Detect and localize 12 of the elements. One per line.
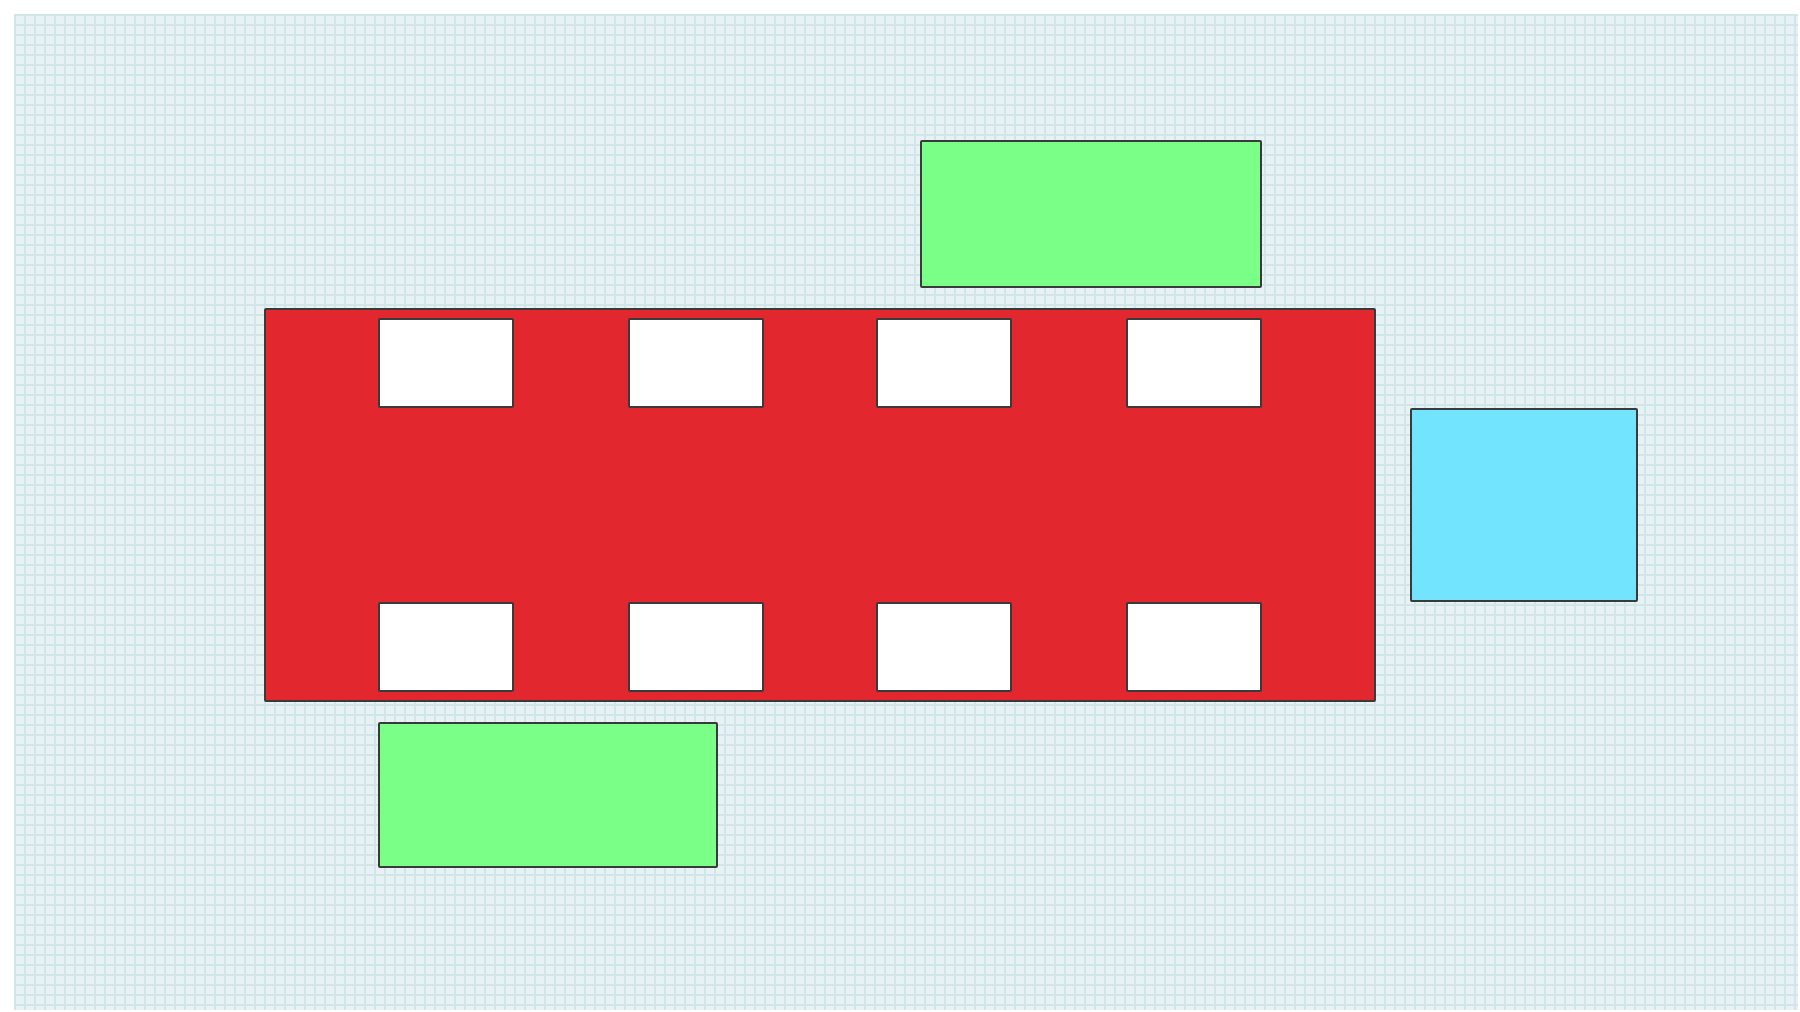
rectangle-shape (628, 602, 764, 692)
rectangle-shape (920, 140, 1262, 288)
rectangle-shape (628, 318, 764, 408)
rectangle-shape (378, 318, 514, 408)
rectangle-shape (876, 602, 1012, 692)
rectangle-shape (378, 602, 514, 692)
rectangle-shape (378, 722, 718, 868)
rectangle-shape (1126, 602, 1262, 692)
rectangle-shape (1410, 408, 1638, 602)
rectangle-shape (876, 318, 1012, 408)
rectangle-shape (264, 308, 1376, 702)
rectangle-shape (1126, 318, 1262, 408)
